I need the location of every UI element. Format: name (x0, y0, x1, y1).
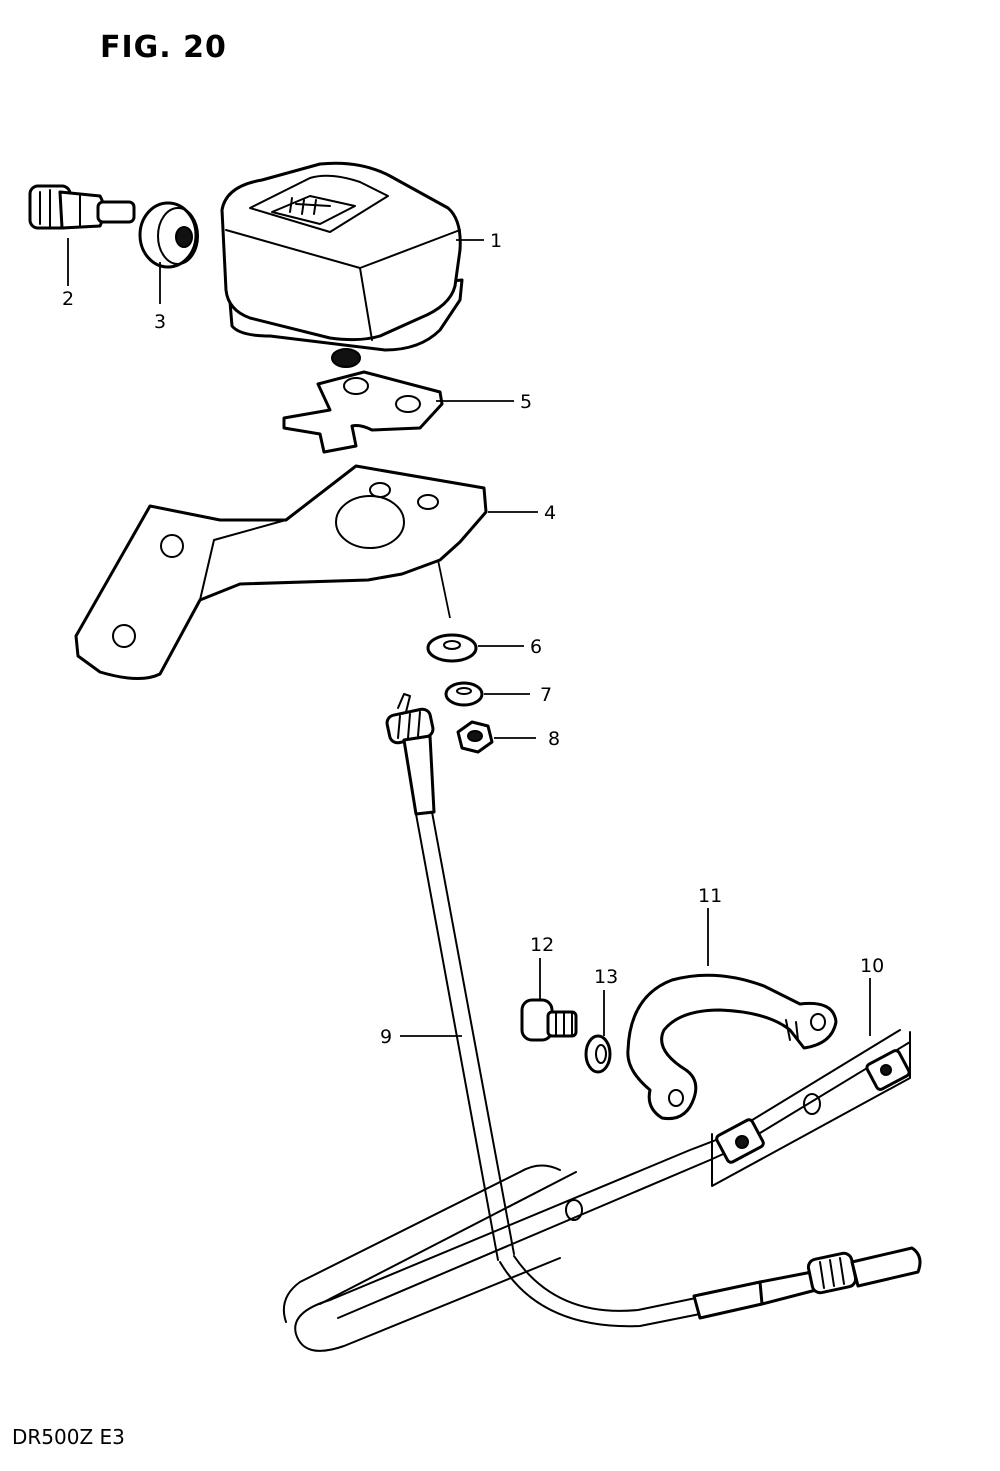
model-code: DR500Z E3 (12, 1425, 125, 1449)
part-8-nut (456, 720, 494, 754)
callout-12: 12 (530, 934, 554, 956)
part-9-cable (385, 693, 922, 1328)
callout-2: 2 (62, 288, 74, 310)
callout-8: 8 (548, 728, 560, 750)
callout-5: 5 (520, 391, 532, 413)
part-5-plate (282, 370, 444, 454)
callout-labels: 1 2 3 5 4 6 7 8 9 10 11 12 13 (62, 230, 884, 1048)
callout-4: 4 (544, 502, 556, 524)
callout-9: 9 (380, 1026, 392, 1048)
figure-title: FIG. 20 (100, 30, 227, 65)
callout-3: 3 (154, 311, 166, 333)
leader-lines (67, 238, 871, 1037)
part-4-bracket (74, 464, 488, 680)
part-2-socket (28, 184, 136, 230)
callout-7: 7 (540, 684, 552, 706)
part-12-bolt (520, 998, 578, 1042)
part-13-washer (584, 1034, 612, 1074)
part-3-grommet (138, 201, 199, 269)
callout-1: 1 (490, 230, 502, 252)
callout-10: 10 (860, 955, 884, 977)
callout-13: 13 (594, 966, 618, 988)
callout-11: 11 (698, 885, 722, 907)
callout-6: 6 (530, 636, 542, 658)
part-6-washer (426, 633, 478, 663)
part-7-lock-washer (444, 681, 484, 707)
part-1-relay-box (220, 161, 464, 368)
part-11-clamp (626, 973, 838, 1121)
part-10-rail (282, 1029, 911, 1352)
